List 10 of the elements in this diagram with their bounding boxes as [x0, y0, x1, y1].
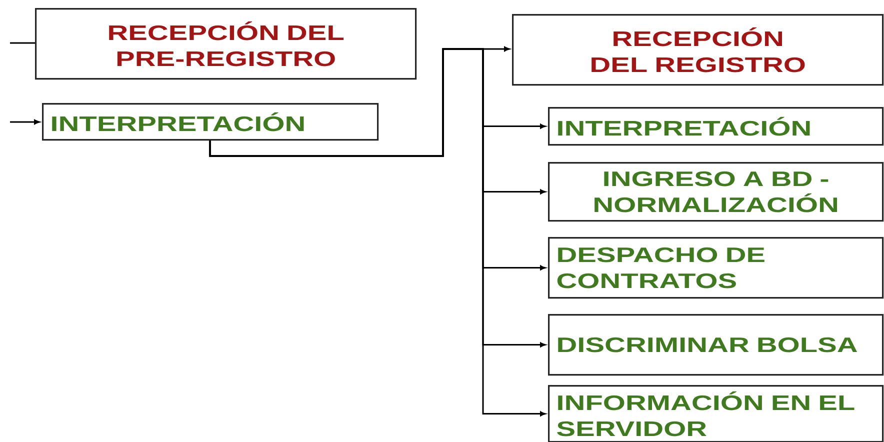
arrow	[209, 48, 546, 416]
process-box: INTERPRETACIÓN	[548, 107, 884, 146]
process-box: RECEPCIÓN DEL PRE-REGISTRO	[35, 8, 417, 80]
process-box: DESPACHO DE CONTRATOS	[548, 237, 884, 299]
process-box: INFORMACIÓN EN EL SERVIDOR	[548, 385, 884, 442]
arrow	[10, 120, 40, 124]
process-box: RECEPCIÓN DEL REGISTRO	[512, 14, 884, 86]
process-box: DISCRIMINAR BOLSA	[548, 314, 884, 376]
process-box: INTERPRETACIÓN	[42, 103, 379, 141]
process-box: INGRESO A BD - NORMALIZACIÓN	[548, 162, 884, 222]
